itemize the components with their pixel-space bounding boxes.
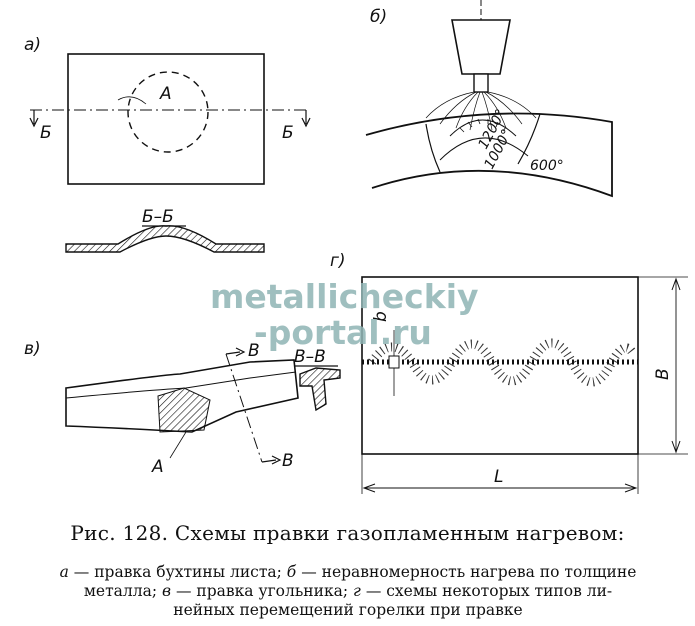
angle-bar-edge — [65, 371, 297, 399]
cut-arrow-right — [301, 110, 311, 128]
legend-letter-v: в — [161, 582, 172, 600]
panel-v: в) А В В В–В — [24, 339, 341, 477]
dim-l-arrows — [362, 483, 638, 493]
flame-lines — [425, 91, 537, 131]
section-title-bb: Б–Б — [142, 207, 174, 227]
dim-l: L — [494, 467, 503, 487]
panel-v-label: в) — [24, 339, 41, 359]
cut-label-left: Б — [40, 123, 52, 143]
isotherm-1200 — [449, 119, 517, 137]
bulge-zone-circle — [127, 71, 209, 153]
cut-arrow-left — [29, 110, 39, 128]
zone-label-v: А — [151, 457, 164, 477]
cut-arrow-top — [225, 347, 246, 357]
sheet-g — [361, 276, 639, 455]
figure-caption: Рис. 128. Схемы правки газопламенным наг… — [70, 521, 625, 545]
section-line-v — [225, 353, 263, 463]
torch-body — [451, 19, 511, 75]
legend-letter-b: б — [286, 563, 297, 581]
panel-g: г) b В L — [330, 251, 688, 494]
zone-leader-v — [169, 431, 187, 459]
figure-legend: а — правка бухтины листа; б — неравномер… — [14, 563, 682, 620]
panel-b: б) 1200° 1000° 600° — [365, 0, 613, 198]
legend-text-v: — правка угольника; — [171, 582, 354, 600]
panel-g-label: г) — [330, 251, 346, 271]
legend-text-end: нейных перемещений горелки при правке — [173, 601, 523, 619]
heat-zone-a — [157, 387, 211, 433]
panel-b-label: б) — [370, 7, 387, 27]
dim-b-small: b — [371, 311, 391, 322]
legend-letter-a: а — [59, 563, 69, 581]
section-title-vv: В–В — [294, 347, 326, 367]
watermark-line1: metallicheckiy — [210, 277, 479, 316]
panel-a-label: а) — [24, 35, 41, 55]
heated-plate — [365, 112, 613, 198]
legend-text-metal: металла; — [83, 582, 162, 600]
panel-a: а) А Б Б Б–Б — [24, 35, 311, 253]
bulge-section — [65, 225, 265, 253]
torch-nozzle — [473, 73, 489, 93]
zone-leader — [117, 96, 147, 105]
legend-letter-g: г — [353, 582, 361, 600]
angle-section — [299, 367, 341, 412]
cut-label-bottom: В — [282, 451, 294, 471]
heat-zone-boundary-right — [517, 113, 541, 165]
watermark-line2: -portal.ru — [254, 313, 432, 352]
cut-arrow-bottom — [261, 455, 282, 465]
legend-line-2: металла; в — правка угольника; г — схемы… — [14, 582, 682, 601]
torch-width-marker — [388, 355, 400, 369]
heat-zone-boundary-left — [425, 123, 441, 173]
cut-label-right: Б — [282, 123, 294, 143]
legend-text-a: — правка бухтины листа; — [68, 563, 287, 581]
cut-label-top: В — [248, 341, 260, 361]
isotherm-1000 — [439, 137, 529, 161]
legend-line-3: нейных перемещений горелки при правке — [14, 601, 682, 620]
sheet-plan — [67, 53, 265, 185]
dim-b-big: В — [653, 368, 673, 380]
wavy-heat-pass — [368, 338, 636, 387]
angle-bar — [65, 359, 299, 433]
temp-label-600: 600° — [530, 158, 564, 174]
figure-drawing: а) А Б Б Б–Б б) — [24, 0, 688, 494]
dim-b-arrows — [671, 277, 681, 454]
isotherm-ticks — [459, 118, 507, 133]
legend-text-b: — неравномерность нагрева по толщине — [296, 563, 637, 581]
legend-line-1: а — правка бухтины листа; б — неравномер… — [14, 563, 682, 582]
zone-label-a: А — [159, 84, 172, 104]
legend-text-g: — схемы некоторых типов ли- — [360, 582, 613, 600]
